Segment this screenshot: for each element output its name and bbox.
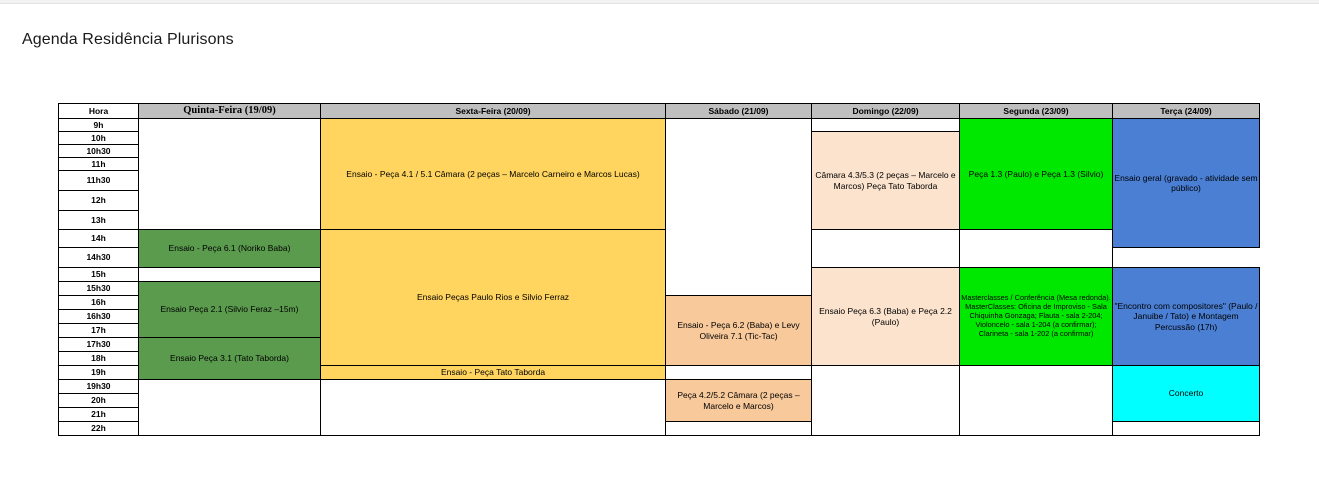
cell-terca-empty-last	[1112, 421, 1260, 436]
event-sexta-2[interactable]: Ensaio - Peça Tato Taborda	[320, 365, 666, 380]
hour-label: 22h	[58, 421, 139, 436]
table-header-row: Hora Quinta-Feira (19/09) Sexta-Feira (2…	[58, 103, 1260, 119]
cell-sabado-empty-morning	[665, 118, 812, 296]
event-sabado-0[interactable]: Ensaio - Peça 6.2 (Baba) e Levy Oliveira…	[665, 295, 812, 366]
cell-quinta-gap	[138, 267, 321, 282]
event-sexta-0[interactable]: Ensaio - Peça 4.1 / 5.1 Câmara (2 peças …	[320, 118, 666, 230]
page-title: Agenda Residência Plurisons	[22, 31, 234, 48]
table-row: 19h Ensaio - Peça Tato Taborda Concerto	[58, 365, 1260, 436]
cell-quinta-empty-morning	[138, 118, 321, 230]
hour-label: 12h	[58, 190, 139, 211]
event-sabado-1[interactable]: Peça 4.2/5.2 Câmara (2 peças – Marcelo e…	[665, 379, 812, 422]
hour-label: 14h	[58, 229, 139, 248]
cell-sabado-gap	[665, 365, 812, 380]
hour-label: 10h	[58, 131, 139, 145]
table-row: 19h30 Peça 4.2/5.2 Câmara (2 peças – Mar…	[58, 379, 1260, 436]
header-day-domingo: Domingo (22/09)	[811, 103, 960, 119]
event-quinta-2[interactable]: Ensaio Peça 3.1 (Tato Taborda)	[138, 337, 321, 380]
agenda-table: Hora Quinta-Feira (19/09) Sexta-Feira (2…	[58, 103, 1260, 436]
event-quinta-0[interactable]: Ensaio - Peça 6.1 (Noriko Baba)	[138, 229, 321, 268]
hour-label: 16h30	[58, 309, 139, 324]
table-row: 17h	[58, 323, 1260, 338]
cell-segunda-empty-2	[959, 365, 1113, 436]
table-row: 18h	[58, 351, 1260, 366]
event-domingo-0[interactable]: Câmara 4.3/5.3 (2 peças – Marcelo e Marc…	[811, 131, 960, 230]
table-row: 15h30 Ensaio Peça 2.1 (Silvio Feraz –15m…	[58, 281, 1260, 338]
hour-label: 16h	[58, 295, 139, 310]
hour-label: 15h	[58, 267, 139, 282]
hour-label: 10h30	[58, 144, 139, 158]
agenda-table-wrapper: Hora Quinta-Feira (19/09) Sexta-Feira (2…	[58, 103, 1260, 436]
cell-domingo-empty-1	[811, 229, 960, 268]
table-row: 10h Câmara 4.3/5.3 (2 peças – Marcelo e …	[58, 131, 1260, 230]
event-sexta-1[interactable]: Ensaio Peças Paulo Rios e Silvio Ferraz	[320, 229, 666, 366]
hour-label: 19h30	[58, 379, 139, 394]
table-row: 20h	[58, 393, 1260, 408]
event-terca-0[interactable]: Ensaio geral (gravado - atividade sem pú…	[1112, 118, 1260, 248]
table-row: 14h Ensaio - Peça 6.1 (Noriko Baba) Ensa…	[58, 229, 1260, 366]
cell-domingo-empty-0	[811, 118, 960, 132]
hour-label: 15h30	[58, 281, 139, 296]
table-row: 22h	[58, 421, 1260, 436]
event-segunda-1[interactable]: Masterclasses / Conferência (Mesa redond…	[959, 267, 1113, 366]
table-row: 14h30	[58, 247, 1260, 268]
cell-quinta-empty-late	[138, 379, 321, 436]
header-day-segunda: Segunda (23/09)	[959, 103, 1113, 119]
hour-label: 11h	[58, 157, 139, 171]
event-segunda-0[interactable]: Peça 1.3 (Paulo) e Peça 1.3 (Silvio)	[959, 118, 1113, 230]
table-row: 15h Ensaio Peça 6.3 (Baba) e Peça 2.2 (P…	[58, 267, 1260, 366]
hour-label: 18h	[58, 351, 139, 366]
event-quinta-1[interactable]: Ensaio Peça 2.1 (Silvio Feraz –15m)	[138, 281, 321, 338]
hour-label: 17h30	[58, 337, 139, 352]
header-day-terca: Terça (24/09)	[1112, 103, 1260, 119]
header-hora: Hora	[58, 103, 139, 119]
hour-label: 14h30	[58, 247, 139, 268]
cell-sabado-empty-last	[665, 421, 812, 436]
header-day-sexta: Sexta-Feira (20/09)	[320, 103, 666, 119]
cell-sexta-empty-late	[320, 379, 666, 436]
cell-segunda-empty-1	[959, 229, 1113, 268]
hour-label: 20h	[58, 393, 139, 408]
header-day-sabado: Sábado (21/09)	[665, 103, 812, 119]
top-rule	[0, 0, 1319, 4]
table-row: 13h	[58, 210, 1260, 230]
hour-label: 17h	[58, 323, 139, 338]
header-day-quinta: Quinta-Feira (19/09)	[138, 103, 321, 119]
hour-label: 21h	[58, 407, 139, 422]
hour-label: 13h	[58, 210, 139, 230]
table-row: 11h30	[58, 170, 1260, 191]
cell-domingo-empty-2	[811, 365, 960, 436]
table-row: 16h Ensaio - Peça 6.2 (Baba) e Levy Oliv…	[58, 295, 1260, 366]
event-terca-1[interactable]: "Encontro com compositores" (Paulo / Jan…	[1112, 267, 1260, 366]
table-row: 9h Ensaio - Peça 4.1 / 5.1 Câmara (2 peç…	[58, 118, 1260, 296]
event-terca-2[interactable]: Concerto	[1112, 365, 1260, 422]
event-domingo-1[interactable]: Ensaio Peça 6.3 (Baba) e Peça 2.2 (Paulo…	[811, 267, 960, 366]
hour-label: 19h	[58, 365, 139, 380]
hour-label: 11h30	[58, 170, 139, 191]
table-row: 10h30	[58, 144, 1260, 158]
hour-label: 9h	[58, 118, 139, 132]
